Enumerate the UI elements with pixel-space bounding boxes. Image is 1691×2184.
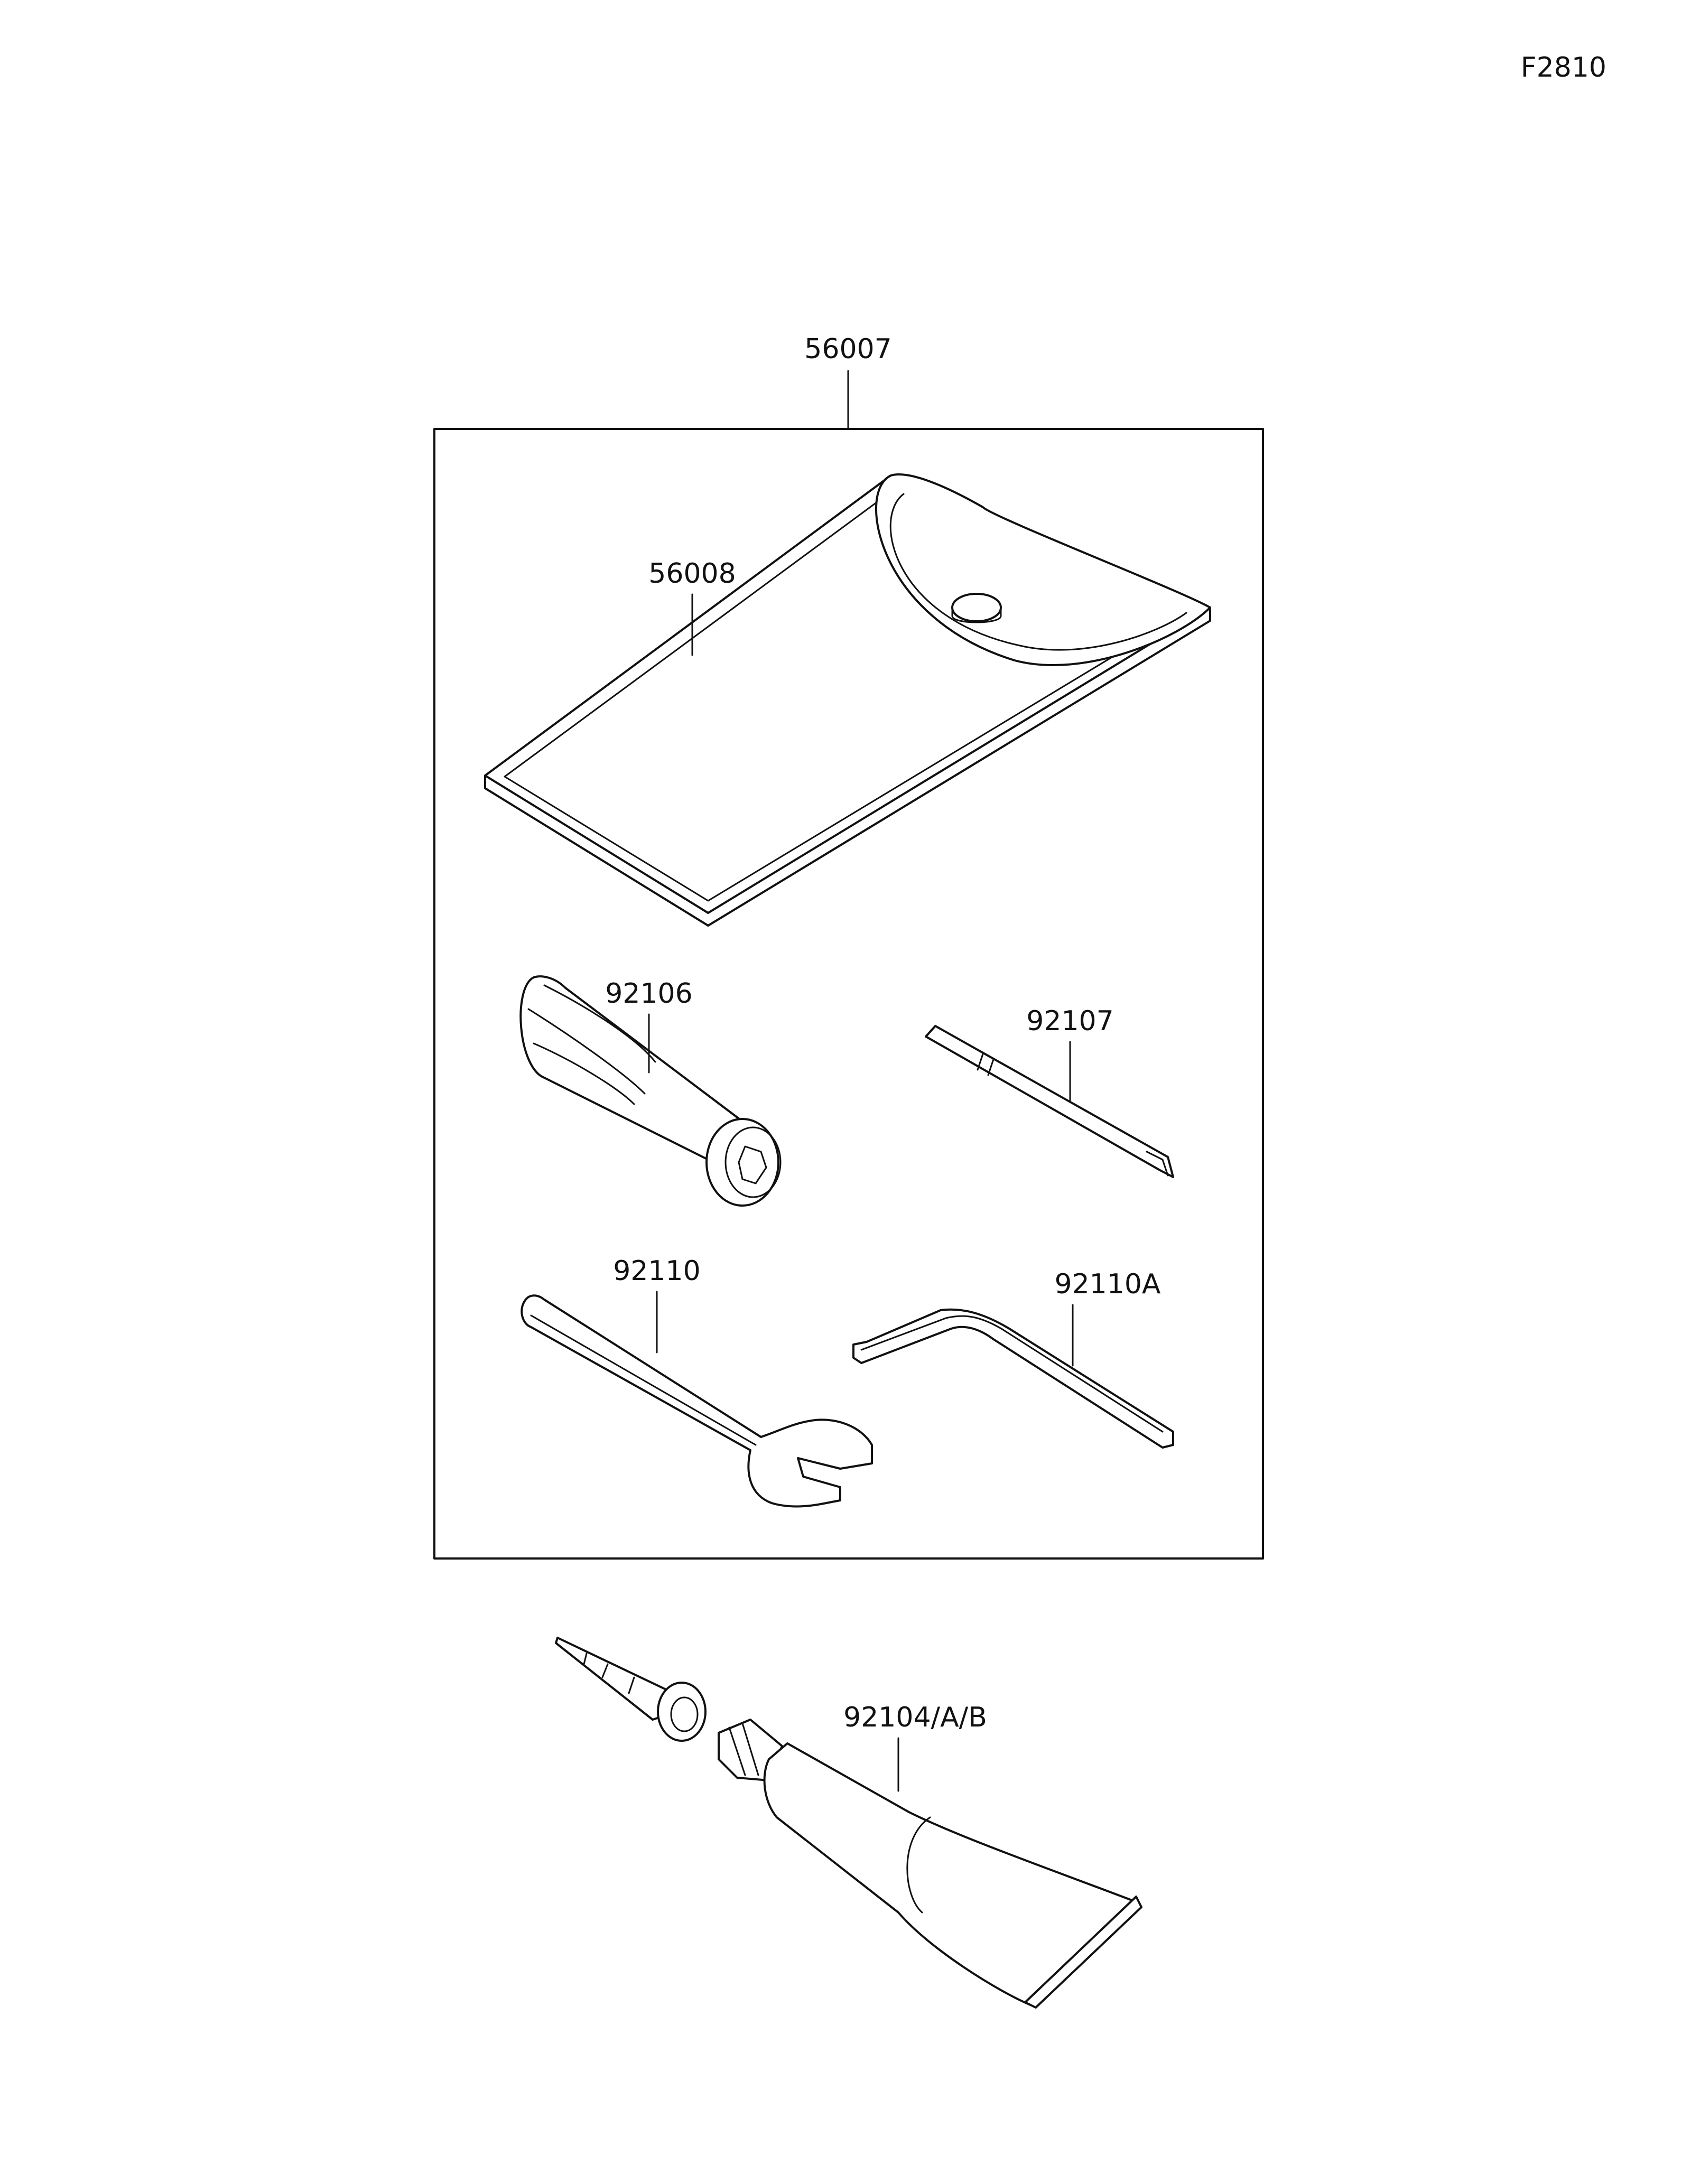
tool-bag-drawing [484, 473, 1211, 927]
wrench-drawing [521, 1294, 873, 1508]
callout-hex-key: 92110A [1055, 1268, 1161, 1300]
callout-tool-bag: 56008 [648, 558, 736, 590]
callout-screwdriver: 92107 [1026, 1005, 1113, 1037]
callout-handle: 92106 [605, 978, 692, 1010]
screwdriver-drawing [925, 1025, 1174, 1178]
hex-key-drawing [852, 1308, 1174, 1449]
callout-kit: 56007 [804, 333, 891, 365]
callout-wrench: 92110 [613, 1255, 700, 1287]
figure-code: F2810 [1521, 52, 1606, 83]
grease-tube-drawing [555, 1637, 1142, 2009]
handle-drawing [519, 975, 782, 1207]
callout-grease-tube: 92104/A/B [843, 1702, 987, 1733]
